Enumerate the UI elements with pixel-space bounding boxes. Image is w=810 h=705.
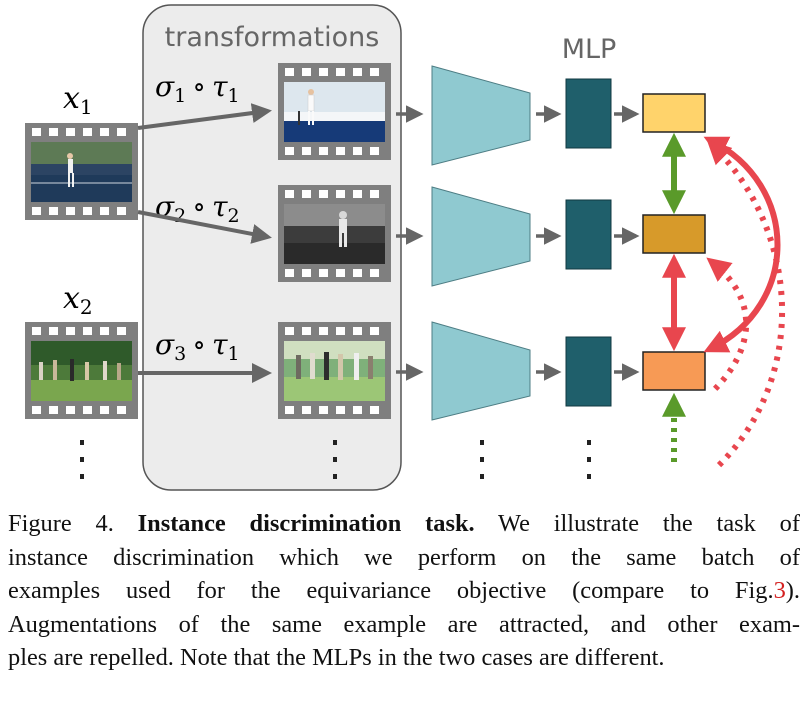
encoder-2 xyxy=(431,186,531,287)
input-label-x2: x2 xyxy=(63,281,93,319)
embedding-2 xyxy=(642,214,706,254)
encoder-3 xyxy=(431,321,531,421)
input-label-x1: x1 xyxy=(63,81,93,119)
caption-line-5: ples are repelled. Note that the MLPs in… xyxy=(8,644,665,671)
mlp-block-2 xyxy=(565,199,612,270)
caption-line-1: Figure 4. Instance discrimination task. … xyxy=(8,507,800,541)
mlp-block-3 xyxy=(565,336,612,407)
caption-line-2: instance discrimination which we perform… xyxy=(8,543,800,571)
mlp-label: MLP xyxy=(562,34,617,65)
transform-label-1: σ1∘τ1 xyxy=(155,70,240,107)
caption-text-3: examples used for the equivariance objec… xyxy=(8,577,774,604)
continuation-dots xyxy=(80,440,591,479)
caption-ref-suffix: ). xyxy=(785,577,800,604)
input-film-x1 xyxy=(25,123,138,220)
caption-text-1: We illustrate the task of xyxy=(474,510,800,537)
repel-curve-1-3 xyxy=(703,136,781,353)
embedding-3 xyxy=(642,351,706,391)
transformed-film-3 xyxy=(278,322,391,419)
figure-reference-link[interactable]: 3 xyxy=(773,577,786,604)
stage-arrows xyxy=(396,105,640,381)
transformations-label: transformations xyxy=(165,22,380,53)
caption-line-3: examples used for the equivariance objec… xyxy=(8,574,800,608)
embedding-1 xyxy=(642,93,706,133)
repel-dotted-curve-1 xyxy=(706,139,786,473)
figure-caption: Figure 4. Instance discrimination task. … xyxy=(8,507,800,675)
mlp-block-1 xyxy=(565,78,612,149)
transform-label-3: σ3∘τ1 xyxy=(155,328,240,365)
caption-title: Instance discrimination task. xyxy=(137,510,475,537)
input-film-x2 xyxy=(25,322,138,419)
arrow-x1-to-t1 xyxy=(137,103,272,130)
transformed-film-1 xyxy=(278,63,391,160)
caption-prefix: Figure 4. xyxy=(8,510,138,537)
arrow-x1-to-t2 xyxy=(137,210,272,244)
transformed-film-2 xyxy=(278,185,391,282)
instance-discrimination-diagram: transformations MLP x1 x2 σ1∘τ1 σ2∘τ2 σ3… xyxy=(25,4,786,491)
caption-line-4: Augmentations of the same example are at… xyxy=(8,610,800,638)
encoder-1 xyxy=(431,65,531,166)
